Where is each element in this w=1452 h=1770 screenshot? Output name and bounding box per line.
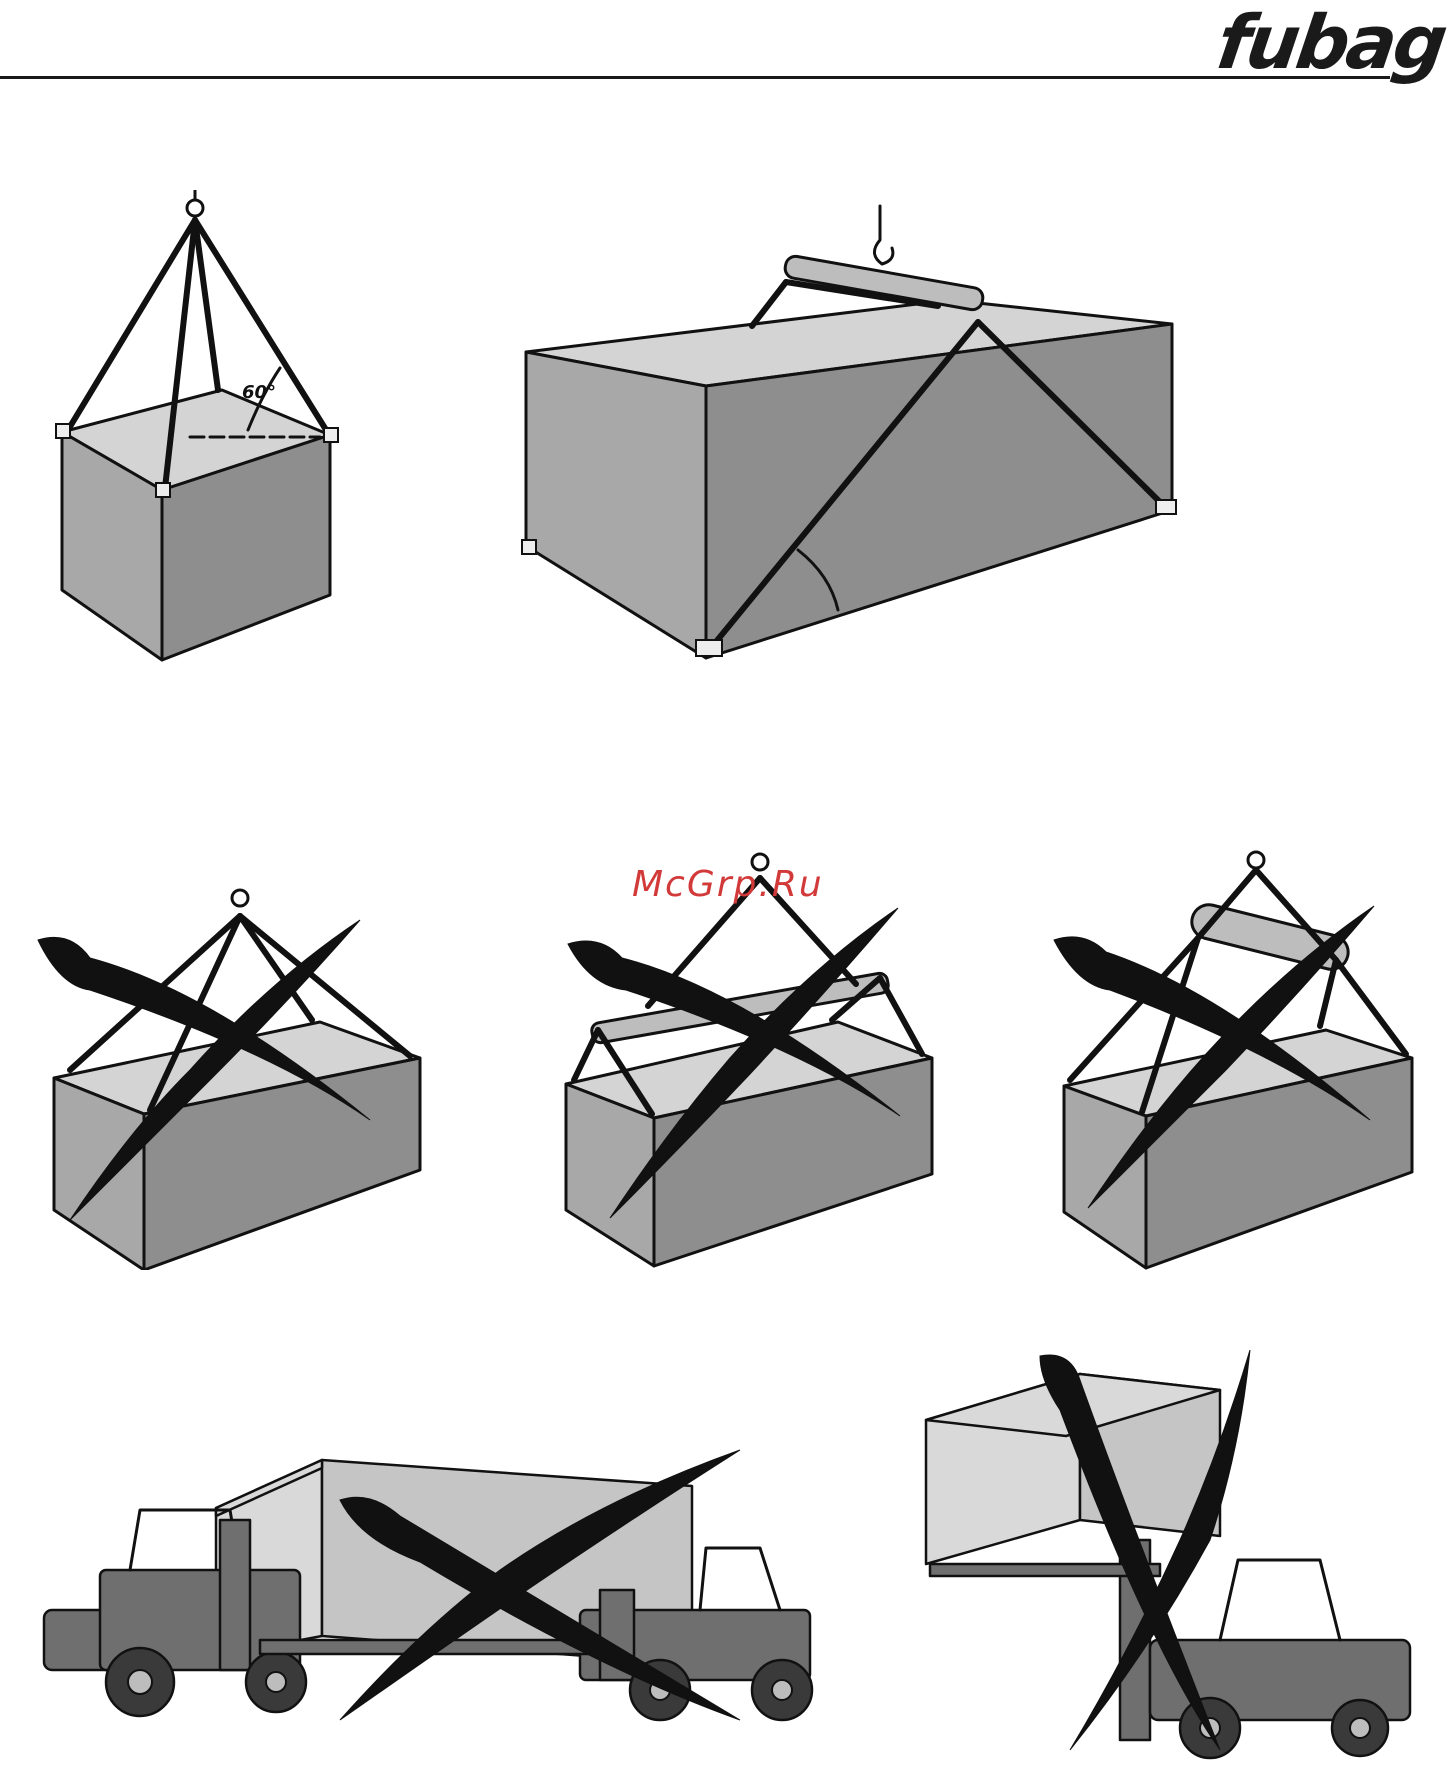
- figure-incorrect-sling-1: [30, 870, 430, 1270]
- figure-incorrect-sling-3: [1050, 840, 1420, 1270]
- fubag-logo: fubag: [1213, 6, 1449, 80]
- header-rule: [0, 76, 1390, 79]
- figure-four-leg-sling-cube: 60°: [30, 190, 360, 670]
- figure-incorrect-two-forklifts: [40, 1420, 830, 1730]
- figure-incorrect-high-lift-forklift: [920, 1350, 1420, 1760]
- figure-incorrect-sling-2: [560, 848, 940, 1268]
- angle-label: 60°: [242, 382, 276, 403]
- watermark: McGrp.Ru: [632, 864, 824, 905]
- figure-spreader-beam-long-box: [520, 200, 1180, 670]
